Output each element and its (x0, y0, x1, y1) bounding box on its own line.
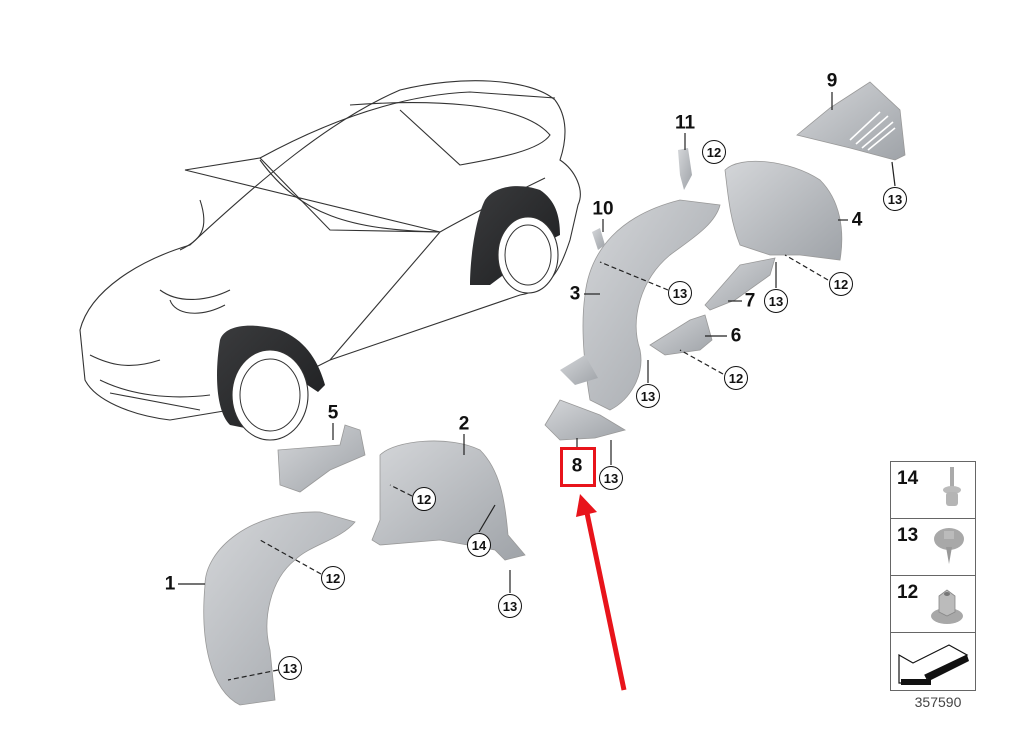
legend-item-12[interactable]: 12 (891, 576, 975, 633)
fastener-ref-13[interactable]: 13 (599, 466, 623, 490)
part-9-cover (796, 81, 906, 161)
installation-direction-arrow-icon (898, 644, 969, 685)
part-5-duct (277, 424, 366, 493)
part-10-bracket (592, 228, 605, 250)
part-2-front-wheel-arch-rear (371, 440, 526, 561)
car-wheel-arches (217, 186, 560, 441)
part-8-panel (544, 399, 627, 441)
part-3-rear-wheel-arch (582, 199, 721, 411)
callout-8[interactable]: 8 (571, 455, 583, 477)
callout-1[interactable]: 1 (164, 573, 176, 595)
callout-6[interactable]: 6 (730, 325, 742, 347)
fastener-ref-12[interactable]: 12 (829, 272, 853, 296)
fastener-ref-13[interactable]: 13 (636, 384, 660, 408)
callout-11[interactable]: 11 (674, 112, 696, 134)
legend-item-14[interactable]: 14 (891, 462, 975, 519)
fastener-ref-13[interactable]: 13 (764, 289, 788, 313)
fastener-ref-13[interactable]: 13 (668, 281, 692, 305)
legend-item-13[interactable]: 13 (891, 519, 975, 576)
fastener-ref-12[interactable]: 12 (412, 487, 436, 511)
part-11-bracket (678, 148, 692, 190)
screw-washer-icon (934, 528, 964, 564)
red-pointer-arrow (576, 494, 627, 691)
fastener-ref-12[interactable]: 12 (321, 566, 345, 590)
callout-7[interactable]: 7 (744, 290, 756, 312)
part-4-rear-wheel-arch-rear (724, 160, 843, 261)
callout-3[interactable]: 3 (569, 283, 581, 305)
fastener-ref-12[interactable]: 12 (724, 366, 748, 390)
fastener-legend: 14 13 12 (890, 461, 976, 691)
part-1-front-wheel-arch (203, 511, 356, 706)
legend-item-direction (891, 633, 975, 690)
callout-4[interactable]: 4 (851, 209, 863, 231)
fastener-ref-12[interactable]: 12 (702, 140, 726, 164)
part-6-panel (649, 314, 713, 356)
fastener-ref-13[interactable]: 13 (278, 656, 302, 680)
callout-9[interactable]: 9 (826, 70, 838, 92)
callout-10[interactable]: 10 (592, 198, 614, 220)
callout-2[interactable]: 2 (458, 413, 470, 435)
highlight-box-part-8 (560, 447, 596, 487)
diagram-number: 357590 (914, 694, 962, 710)
leader-lines (178, 92, 896, 593)
fastener-ref-13[interactable]: 13 (883, 187, 907, 211)
callout-5[interactable]: 5 (327, 402, 339, 424)
expanding-rivet-icon (943, 467, 961, 506)
part-7-panel (704, 257, 776, 311)
fastener-ref-14[interactable]: 14 (467, 533, 491, 557)
fastener-ref-13[interactable]: 13 (498, 594, 522, 618)
flange-nut-icon (931, 589, 963, 624)
